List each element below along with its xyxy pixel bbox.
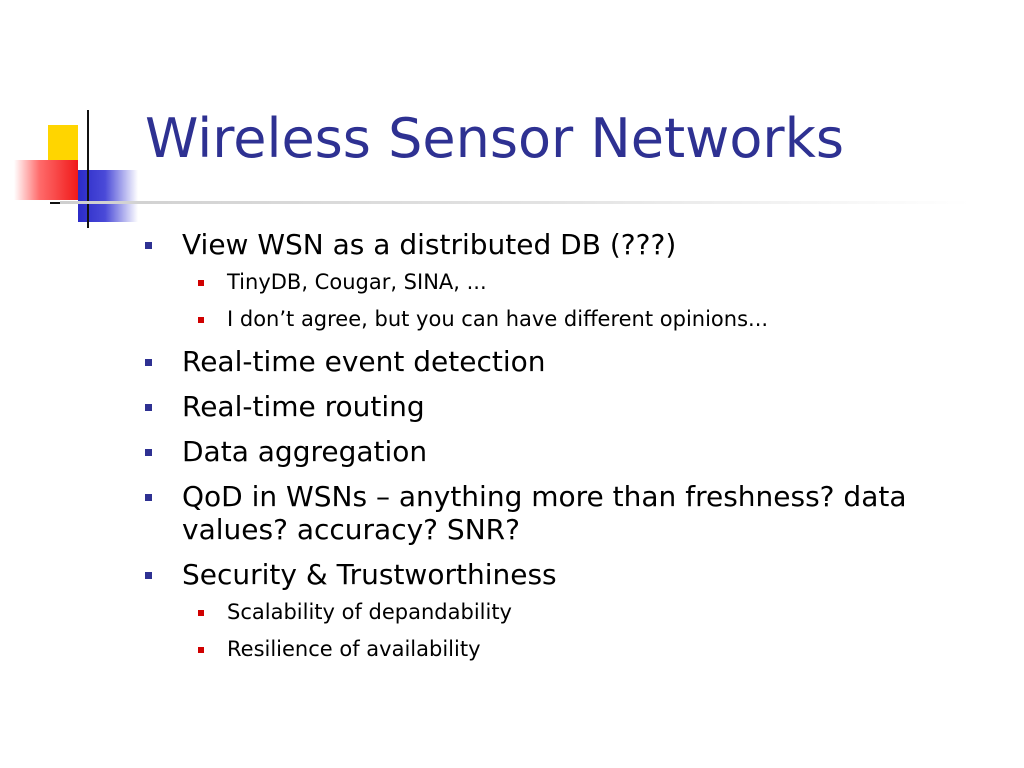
corner-logo-icon [0, 0, 150, 240]
bullet-item: Real-time routing [145, 390, 965, 423]
red-square-bullet-icon [198, 280, 204, 286]
bullet-text: Real-time routing [182, 390, 425, 423]
sub-bullet-item: I don’t agree, but you can have differen… [145, 306, 965, 332]
sub-bullet-text: I don’t agree, but you can have differen… [227, 307, 769, 331]
blue-square-bullet-icon [145, 242, 152, 249]
sub-bullet-text: TinyDB, Cougar, SINA, ... [227, 270, 487, 294]
slide-title: Wireless Sensor Networks [145, 107, 844, 170]
bullet-item: Security & Trustworthiness [145, 558, 965, 591]
bullet-item: Real-time event detection [145, 345, 965, 378]
bullet-item: View WSN as a distributed DB (???) [145, 228, 965, 261]
sub-bullet-text: Scalability of depandability [227, 600, 512, 624]
sub-bullet-item: TinyDB, Cougar, SINA, ... [145, 269, 965, 295]
blue-square-bullet-icon [145, 404, 152, 411]
bullet-text: View WSN as a distributed DB (???) [182, 228, 677, 261]
red-square-bullet-icon [198, 647, 204, 653]
blue-square-bullet-icon [145, 449, 152, 456]
bullet-list: View WSN as a distributed DB (???) TinyD… [145, 228, 965, 673]
bullet-item: Data aggregation [145, 435, 965, 468]
sub-bullet-text: Resilience of availability [227, 637, 481, 661]
red-square-bullet-icon [198, 317, 204, 323]
bullet-text: Security & Trustworthiness [182, 558, 557, 591]
blue-square-bullet-icon [145, 359, 152, 366]
sub-bullet-item: Scalability of depandability [145, 599, 965, 625]
bullet-item: QoD in WSNs – anything more than freshne… [145, 480, 965, 546]
blue-square-bullet-icon [145, 572, 152, 579]
red-square-bullet-icon [198, 610, 204, 616]
bullet-text: Real-time event detection [182, 345, 546, 378]
bullet-text: QoD in WSNs – anything more than freshne… [182, 480, 907, 546]
sub-bullet-item: Resilience of availability [145, 636, 965, 662]
title-divider [60, 201, 970, 204]
blue-square-bullet-icon [145, 494, 152, 501]
red-square-icon [14, 160, 78, 200]
vertical-line-icon [87, 110, 89, 228]
bullet-text: Data aggregation [182, 435, 428, 468]
